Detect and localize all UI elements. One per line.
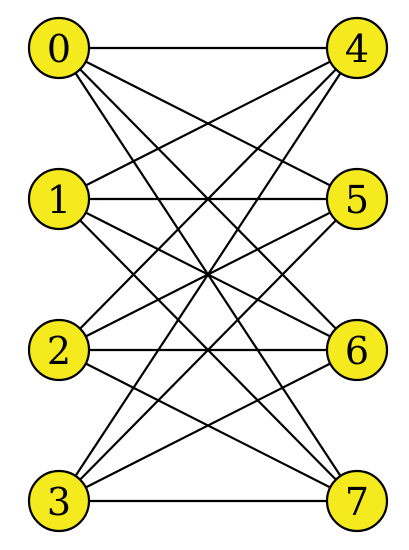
node-circle-4 — [325, 16, 389, 80]
node-6: 6 — [325, 318, 389, 382]
edge-3-4 — [57, 46, 359, 503]
node-3: 3 — [27, 469, 91, 533]
node-circle-2 — [27, 318, 91, 382]
node-circle-3 — [27, 469, 91, 533]
edge-3-5 — [57, 197, 359, 503]
node-5: 5 — [325, 167, 389, 231]
edge-layer — [57, 46, 359, 503]
node-circle-1 — [27, 167, 91, 231]
edge-3-6 — [57, 348, 359, 503]
node-2: 2 — [27, 318, 91, 382]
node-label-0: 0 — [47, 27, 71, 71]
node-circle-5 — [325, 167, 389, 231]
edge-2-4 — [57, 46, 359, 352]
node-7: 7 — [325, 469, 389, 533]
node-label-2: 2 — [47, 329, 71, 373]
node-4: 4 — [325, 16, 389, 80]
node-label-5: 5 — [345, 178, 369, 222]
node-label-1: 1 — [47, 178, 71, 222]
edge-1-4 — [57, 46, 359, 201]
node-label-7: 7 — [345, 480, 369, 524]
node-1: 1 — [27, 167, 91, 231]
node-label-6: 6 — [345, 329, 369, 373]
node-0: 0 — [27, 16, 91, 80]
node-layer: 0 1 2 3 4 5 6 7 — [27, 16, 389, 533]
node-circle-6 — [325, 318, 389, 382]
node-circle-7 — [325, 469, 389, 533]
node-label-3: 3 — [47, 480, 71, 524]
node-label-4: 4 — [345, 27, 369, 71]
node-circle-0 — [27, 16, 91, 80]
